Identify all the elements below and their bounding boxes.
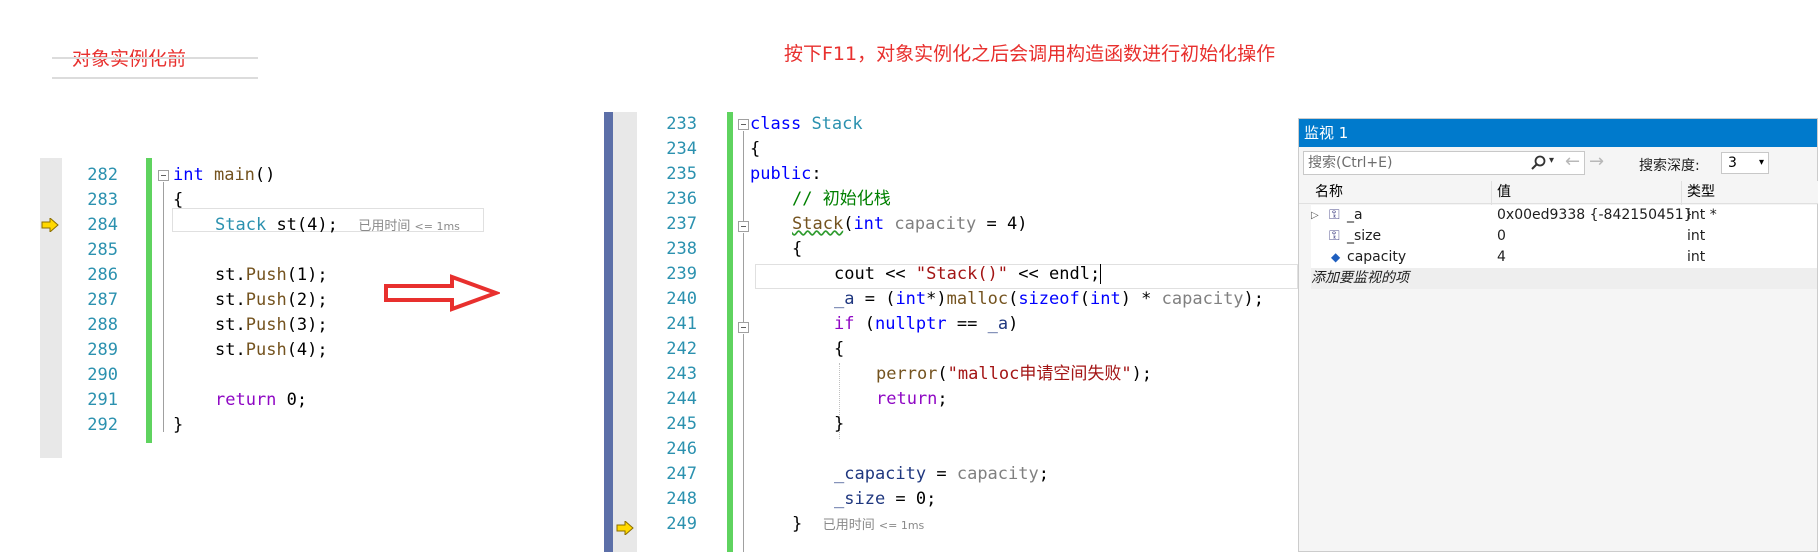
col-type[interactable]: 类型 bbox=[1687, 184, 1715, 200]
left-gutter bbox=[40, 158, 62, 458]
code-line-286: st.Push(1); bbox=[215, 265, 328, 285]
fold-toggle-constructor[interactable] bbox=[738, 221, 749, 232]
fold-line bbox=[743, 233, 744, 322]
search-dropdown-icon[interactable]: ▾ bbox=[1549, 155, 1555, 166]
title-before-instantiation: 对象实例化前 bbox=[72, 48, 187, 70]
code-line-239: cout << "Stack()" << endl;​ bbox=[834, 264, 1102, 284]
line-number: 282 bbox=[87, 165, 118, 185]
col-value[interactable]: 值 bbox=[1497, 184, 1511, 200]
line-number: 233 bbox=[666, 114, 697, 134]
watch-row[interactable]: ▷ ⚿ _a 0x00ed9338 {-842150451} int * bbox=[1311, 205, 1817, 226]
line-number: 248 bbox=[666, 489, 697, 509]
line-number: 236 bbox=[666, 189, 697, 209]
code-line-240: _a = (int*)malloc(sizeof(int) * capacity… bbox=[834, 289, 1265, 309]
title-underline bbox=[52, 57, 258, 97]
line-number: 237 bbox=[666, 214, 697, 234]
code-line-234: { bbox=[750, 139, 761, 159]
search-depth-select[interactable]: 3▾ bbox=[1721, 152, 1769, 174]
line-number: 289 bbox=[87, 340, 118, 360]
fold-line bbox=[743, 131, 744, 221]
line-number: 286 bbox=[87, 265, 118, 285]
watch-row[interactable]: ◆ capacity 4 int bbox=[1311, 247, 1817, 268]
right-gutter bbox=[613, 112, 637, 552]
current-line-highlight bbox=[755, 264, 1298, 289]
line-number: 240 bbox=[666, 289, 697, 309]
fold-toggle-class[interactable] bbox=[738, 119, 749, 130]
code-line-287: st.Push(2); bbox=[215, 290, 328, 310]
line-number: 244 bbox=[666, 389, 697, 409]
line-number: 284 bbox=[87, 215, 118, 235]
code-line-282: int main() bbox=[173, 165, 276, 185]
code-line-242: { bbox=[834, 339, 845, 359]
line-number: 290 bbox=[87, 365, 118, 385]
fold-toggle-main[interactable] bbox=[158, 170, 169, 181]
line-number: 285 bbox=[87, 240, 118, 260]
arrow-left-icon[interactable]: ← bbox=[1565, 151, 1581, 172]
line-number: 246 bbox=[666, 439, 697, 459]
line-number: 243 bbox=[666, 364, 697, 384]
line-number: 292 bbox=[87, 415, 118, 435]
code-line-292: } bbox=[173, 415, 184, 435]
field-icon: ⚿ bbox=[1329, 228, 1340, 244]
line-number: 239 bbox=[666, 264, 697, 284]
yellow-arrow-icon bbox=[616, 521, 634, 535]
code-line-283: { bbox=[173, 190, 184, 210]
code-line-244: return; bbox=[876, 389, 948, 409]
line-number: 241 bbox=[666, 314, 697, 334]
variable-icon: ◆ bbox=[1331, 250, 1341, 264]
code-line-249: } 已用时间 <= 1ms bbox=[792, 514, 925, 534]
line-number: 238 bbox=[666, 239, 697, 259]
fold-line bbox=[163, 182, 164, 432]
right-margin-bar bbox=[604, 112, 613, 552]
line-number: 235 bbox=[666, 164, 697, 184]
col-name[interactable]: 名称 bbox=[1315, 184, 1343, 200]
field-icon: ⚿ bbox=[1329, 207, 1340, 223]
code-line-235: public: bbox=[750, 164, 822, 184]
line-number: 288 bbox=[87, 315, 118, 335]
line-number: 283 bbox=[87, 190, 118, 210]
code-line-245: } bbox=[834, 414, 845, 434]
code-line-289: st.Push(4); bbox=[215, 340, 328, 360]
add-watch-item[interactable]: 添加要监视的项 bbox=[1311, 268, 1817, 289]
arrow-right-icon[interactable]: → bbox=[1589, 151, 1605, 172]
title-after-instantiation: 按下F11，对象实例化之后会调用构造函数进行初始化操作 bbox=[784, 43, 1276, 65]
code-line-284: Stack st(4); 已用时间 <= 1ms bbox=[215, 215, 460, 235]
line-number: 287 bbox=[87, 290, 118, 310]
fold-toggle-if[interactable] bbox=[738, 322, 749, 333]
code-line-238: { bbox=[792, 239, 803, 259]
current-line-highlight bbox=[172, 208, 484, 232]
indent-guide bbox=[839, 363, 840, 439]
search-icon[interactable] bbox=[1531, 155, 1547, 171]
line-number: 245 bbox=[666, 414, 697, 434]
line-number: 249 bbox=[666, 514, 697, 534]
code-line-241: if (nullptr == _a) bbox=[834, 314, 1019, 334]
line-number: 234 bbox=[666, 139, 697, 159]
left-change-bar bbox=[146, 158, 152, 443]
code-line-233: class Stack bbox=[750, 114, 863, 134]
code-line-237: Stack(int capacity = 4) bbox=[792, 214, 1028, 234]
line-number: 242 bbox=[666, 339, 697, 359]
yellow-arrow-icon bbox=[41, 218, 59, 232]
search-depth-label: 搜索深度: bbox=[1639, 158, 1700, 174]
code-line-291: return 0; bbox=[215, 390, 308, 410]
code-line-236: // 初始化栈 bbox=[792, 189, 891, 209]
watch-header: 名称 值 类型 bbox=[1299, 181, 1818, 204]
code-line-243: perror("malloc申请空间失败"); bbox=[876, 364, 1153, 384]
watch-row[interactable]: ⚿ _size 0 int bbox=[1311, 226, 1817, 247]
line-number: 291 bbox=[87, 390, 118, 410]
line-number: 247 bbox=[666, 464, 697, 484]
watch-search-input[interactable]: 搜索(Ctrl+E) bbox=[1303, 151, 1585, 175]
code-line-288: st.Push(3); bbox=[215, 315, 328, 335]
red-outline-arrow-icon bbox=[384, 274, 500, 312]
watch-window: 监视 1 搜索(Ctrl+E) ▾ ← → 搜索深度: 3▾ 名称 值 类型 ▷… bbox=[1298, 118, 1818, 552]
watch-title: 监视 1 bbox=[1299, 119, 1817, 147]
right-change-bar bbox=[727, 112, 733, 552]
fold-line bbox=[743, 334, 744, 552]
code-line-248: _size = 0; bbox=[834, 489, 937, 509]
code-line-247: _capacity = capacity; bbox=[834, 464, 1049, 484]
expand-icon[interactable]: ▷ bbox=[1311, 210, 1319, 221]
